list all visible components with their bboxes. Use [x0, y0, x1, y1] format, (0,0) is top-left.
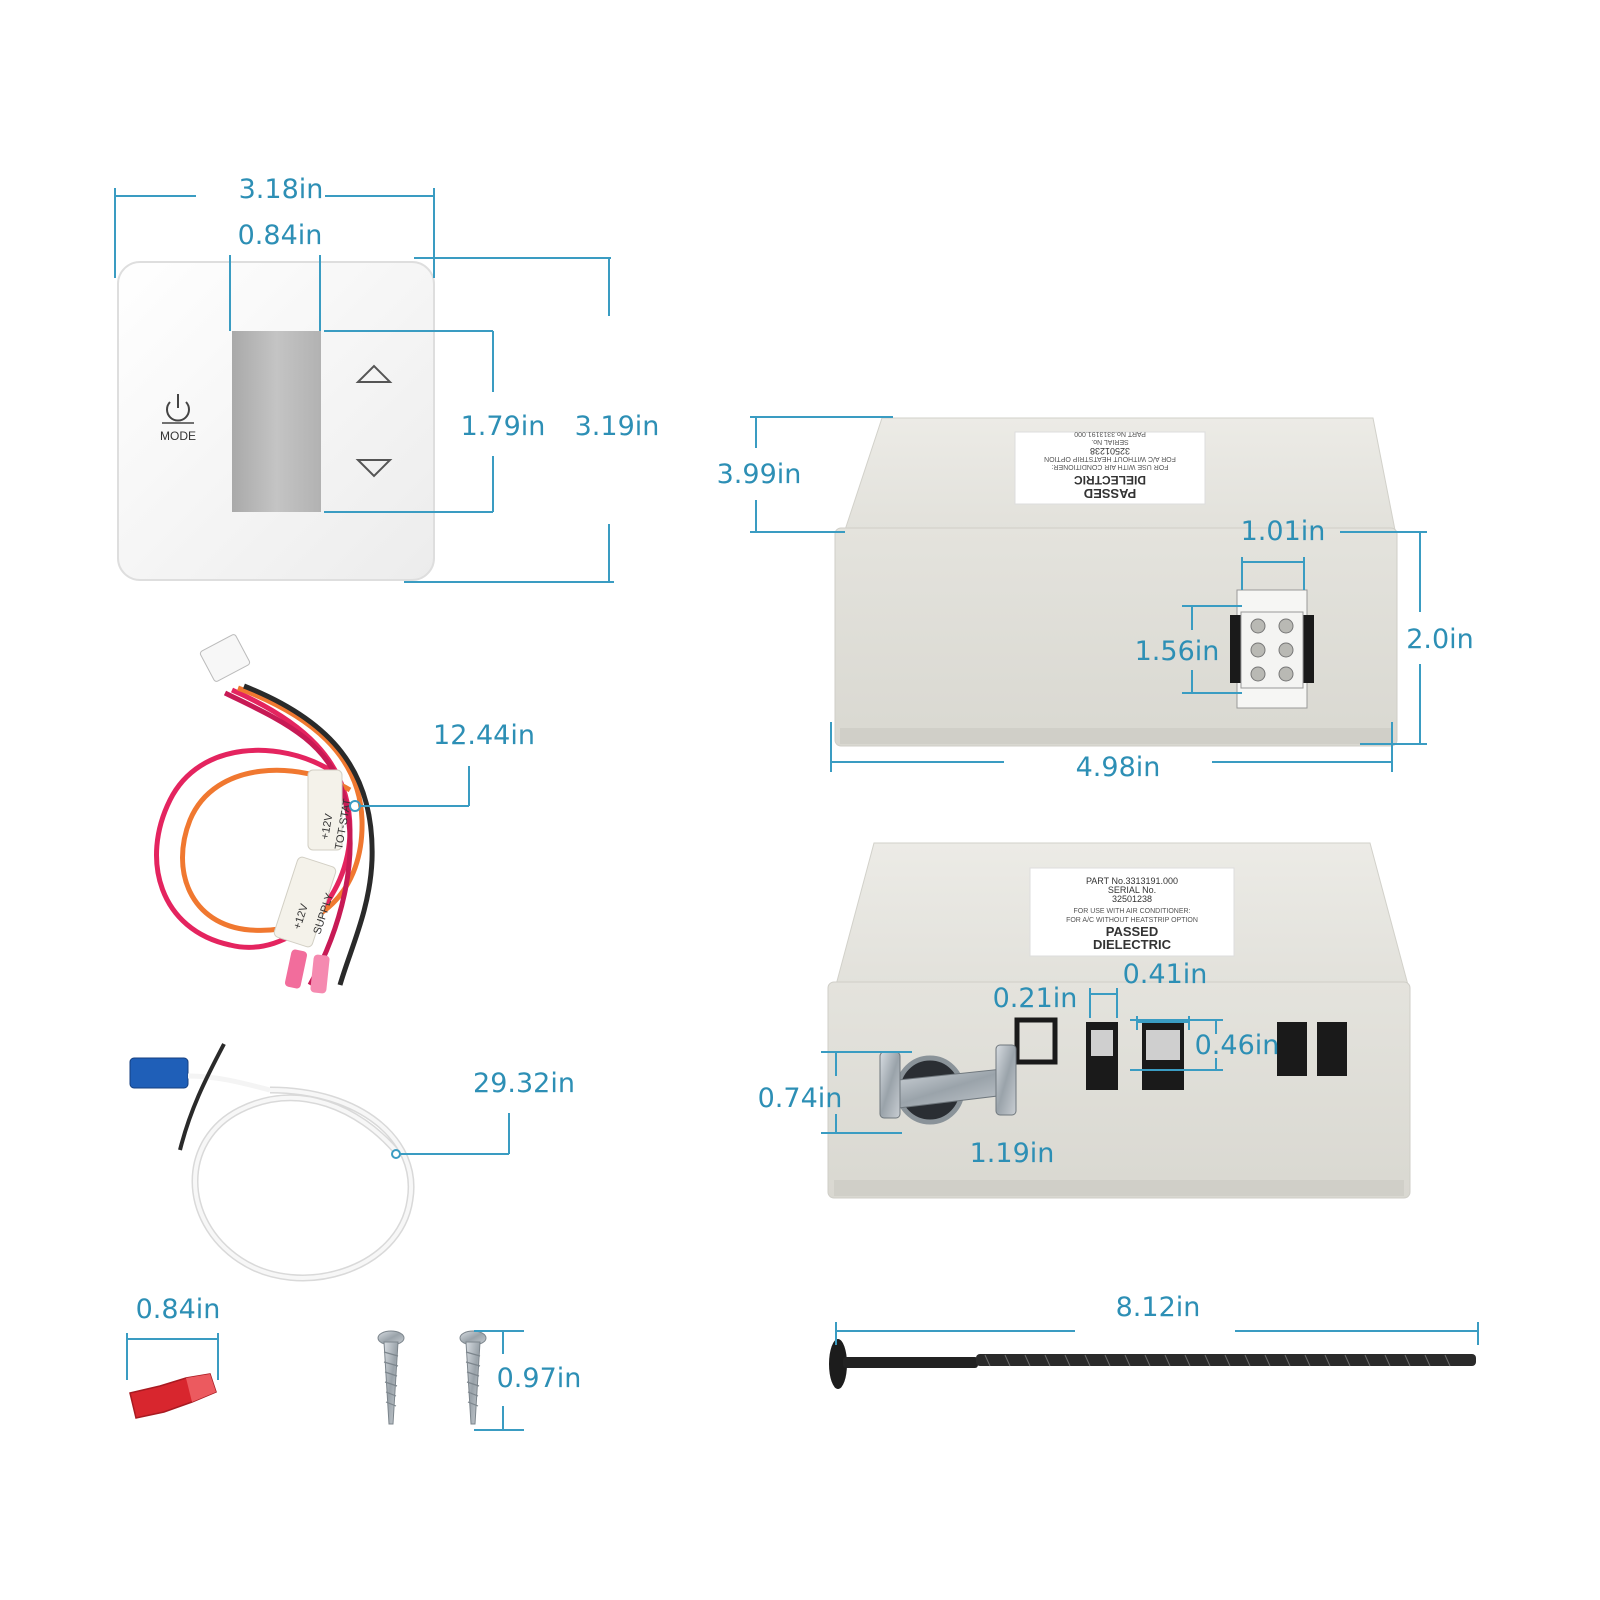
harness-wire-black: [243, 683, 375, 986]
rod-length-label: 8.12in: [1116, 1292, 1201, 1323]
display-width-label: 0.84in: [238, 220, 323, 251]
harness-wire-orange: [180, 685, 365, 933]
port-2pin-insert: [1091, 1030, 1113, 1056]
wire-harness: +12V TOT-STAT +12V SUPPLY: [154, 634, 375, 994]
display-height-label: 1.79in: [461, 411, 546, 442]
rod-head: [829, 1339, 847, 1389]
box-face-height-label: 2.0in: [1406, 624, 1474, 655]
sensor-lead: [187, 1073, 271, 1093]
thermostat-dimensions: [114, 188, 614, 583]
spade-connector: [129, 1373, 217, 1419]
box-bottom-label-line-1: PART No.3313191.000: [1086, 876, 1178, 886]
box-bottom-label: [1029, 867, 1235, 957]
six-pin-plug: [1230, 589, 1314, 709]
box-bottom-label-line-2: SERIAL No.: [1108, 885, 1156, 895]
box-bottom-face: [827, 981, 1411, 1199]
mode-label: MODE: [160, 429, 196, 443]
harness-dimension: [349, 766, 470, 812]
harness-tag-lower: [273, 856, 337, 948]
port-height-label: 0.46in: [1195, 1030, 1280, 1061]
clamp-width-label: 1.19in: [970, 1138, 1055, 1169]
down-arrow-icon[interactable]: [355, 459, 393, 478]
box-bottom-label-line-4: FOR USE WITH AIR CONDITIONER:: [1073, 908, 1190, 915]
harness-length-label: 12.44in: [433, 720, 535, 751]
clamp-screw-left: [879, 1051, 901, 1119]
rod-shaft: [843, 1357, 978, 1368]
plug-width-label: 1.01in: [1241, 516, 1326, 547]
box-bottom-label-line-6: PASSED: [1106, 924, 1159, 939]
box-top-label-line-1: PASSED: [1084, 486, 1137, 501]
port-square-opening: [1014, 1017, 1058, 1065]
up-arrow-icon[interactable]: [355, 364, 393, 383]
box-bottom-label-line-7: DIELECTRIC: [1093, 937, 1172, 952]
harness-terminal-2: [310, 954, 330, 994]
port-small-label: 0.21in: [993, 983, 1078, 1014]
screw-right: [459, 1330, 487, 1425]
clamp-height-label: 0.74in: [758, 1083, 843, 1114]
power-icon[interactable]: [162, 394, 194, 424]
thermostat: MODE: [117, 261, 435, 581]
clamp-screw-right: [995, 1044, 1017, 1116]
cable-clamp: [879, 1044, 1017, 1125]
thermostat-width-label: 3.18in: [239, 174, 324, 205]
control-box-top-dimensions: [750, 416, 1427, 772]
thermostat-display: [232, 331, 321, 512]
control-box-bottom-dimensions: [821, 988, 1223, 1134]
port-large-label: 0.41in: [1123, 959, 1208, 990]
box-top-label: [1014, 431, 1206, 505]
rod-dimension: [835, 1322, 1479, 1345]
box-top-label-line-7: PART No.3313191.000: [1074, 430, 1146, 437]
port-blade-right: [1317, 1022, 1347, 1076]
rod-thread: [976, 1354, 1476, 1366]
sensor-dimension: [391, 1113, 510, 1159]
mounting-rod: [829, 1339, 1476, 1389]
rod-thread-lines: [984, 1354, 1451, 1367]
control-box-bottom: PART No.3313191.000 SERIAL No. 32501238 …: [827, 842, 1411, 1199]
box-height-label: 3.99in: [717, 459, 802, 490]
control-box-top: PASSED DIELECTRIC FOR USE WITH AIR CONDI…: [834, 417, 1398, 747]
port-4pin-insert: [1146, 1030, 1180, 1060]
thermostat-height-label: 3.19in: [575, 411, 660, 442]
box-top-base: [840, 728, 1392, 744]
temperature-sensor: [129, 1043, 415, 1282]
box-top-label-line-5: 32501238: [1090, 446, 1130, 456]
box-top-label-line-4: FOR A/C WITHOUT HEATSTRIP OPTION: [1044, 455, 1176, 462]
sensor-length-label: 29.32in: [473, 1068, 575, 1099]
box-top-label-line-2: DIELECTRIC: [1074, 473, 1146, 487]
harness-connector: [199, 634, 251, 682]
sensor-cable: [193, 1088, 414, 1280]
screw-left: [377, 1330, 405, 1425]
harness-terminal-1: [284, 949, 308, 989]
spade-length-label: 0.84in: [136, 1294, 221, 1325]
screw-dimension: [474, 1330, 524, 1431]
sensor-connector: [129, 1057, 189, 1089]
box-top-label-line-6: SERIAL No.: [1091, 438, 1129, 445]
spade-connector-highlight: [186, 1374, 216, 1402]
plug-face: [1240, 611, 1304, 689]
box-bottom-base: [834, 1180, 1404, 1196]
port-blade-left: [1277, 1022, 1307, 1076]
spade-dimension: [126, 1333, 219, 1380]
box-top-label-line-3: FOR USE WITH AIR CONDITIONER:: [1051, 463, 1168, 470]
harness-tag-text-1: +12V: [319, 812, 335, 840]
box-bottom-label-line-3: 32501238: [1112, 894, 1152, 904]
box-bottom-label-line-5: FOR A/C WITHOUT HEATSTRIP OPTION: [1066, 917, 1198, 924]
plug-height-label: 1.56in: [1135, 636, 1220, 667]
harness-tag-upper: [307, 769, 343, 851]
sensor-ground-wire: [178, 1043, 226, 1151]
box-length-label: 4.98in: [1076, 752, 1161, 783]
screw-length-label: 0.97in: [497, 1363, 582, 1394]
harness-wire-pink: [223, 690, 353, 987]
